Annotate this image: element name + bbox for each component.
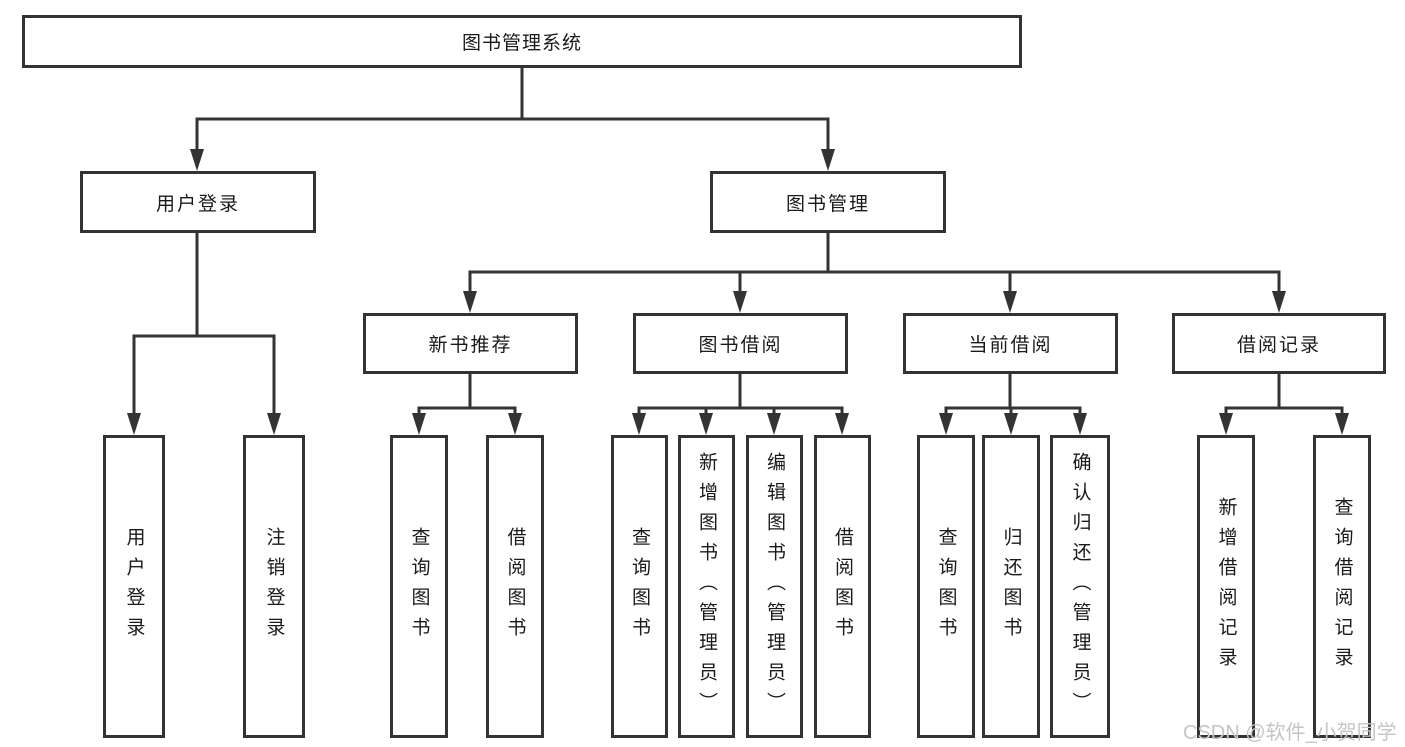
arrow-down-icon [1335, 413, 1349, 435]
node-user-login: 用户登录 [80, 171, 316, 233]
node-confirm-return-admin-leaf: 确认归还（管理员） [1050, 435, 1110, 738]
node-library-management-system: 图书管理系统 [22, 15, 1022, 68]
arrow-down-icon [821, 149, 835, 171]
arrow-down-icon [463, 291, 477, 313]
arrow-down-icon [1003, 291, 1017, 313]
arrow-down-icon [127, 413, 141, 435]
node-borrow-records: 借阅记录 [1172, 313, 1386, 374]
node-add-books-admin-leaf: 新增图书（管理员） [678, 435, 735, 738]
node-query-books-leaf: 查询图书 [611, 435, 668, 738]
arrow-down-icon [1272, 291, 1286, 313]
node-query-borrow-record-leaf: 查询借阅记录 [1313, 435, 1371, 738]
arrow-down-icon [1219, 413, 1233, 435]
node-new-book-recommend: 新书推荐 [363, 313, 578, 374]
arrow-down-icon [939, 413, 953, 435]
node-query-books-leaf: 查询图书 [390, 435, 448, 738]
arrow-down-icon [632, 413, 646, 435]
node-borrow-books-leaf: 借阅图书 [486, 435, 544, 738]
node-query-books-leaf: 查询图书 [917, 435, 975, 738]
arrow-down-icon [733, 291, 747, 313]
connector-current-borrow-to-leaves [939, 373, 1087, 435]
node-add-borrow-record-leaf: 新增借阅记录 [1197, 435, 1255, 738]
arrow-down-icon [1004, 413, 1018, 435]
node-book-management: 图书管理 [710, 171, 946, 233]
arrow-down-icon [1073, 413, 1087, 435]
node-borrow-books-leaf: 借阅图书 [814, 435, 871, 738]
arrow-down-icon [835, 413, 849, 435]
node-book-borrow: 图书借阅 [633, 313, 848, 374]
arrow-down-icon [190, 149, 204, 171]
arrow-down-icon [699, 413, 713, 435]
connector-root-to-level2 [190, 66, 835, 171]
connector-user-login-to-leaves [127, 232, 281, 435]
node-current-borrow: 当前借阅 [903, 313, 1118, 374]
arrow-down-icon [412, 413, 426, 435]
connector-book-mgmt-to-level3 [463, 232, 1286, 313]
node-return-books-leaf: 归还图书 [982, 435, 1040, 738]
node-logout-leaf: 注销登录 [243, 435, 305, 738]
arrow-down-icon [767, 413, 781, 435]
connector-borrow-records-to-leaves [1219, 373, 1349, 435]
arrow-down-icon [267, 413, 281, 435]
node-edit-books-admin-leaf: 编辑图书（管理员） [746, 435, 803, 738]
node-user-login-leaf: 用户登录 [103, 435, 165, 738]
arrow-down-icon [508, 413, 522, 435]
connector-book-borrow-to-leaves [632, 373, 849, 435]
csdn-watermark: CSDN @软件_小贺同学 [1183, 722, 1397, 744]
connector-new-book-to-leaves [412, 373, 522, 435]
